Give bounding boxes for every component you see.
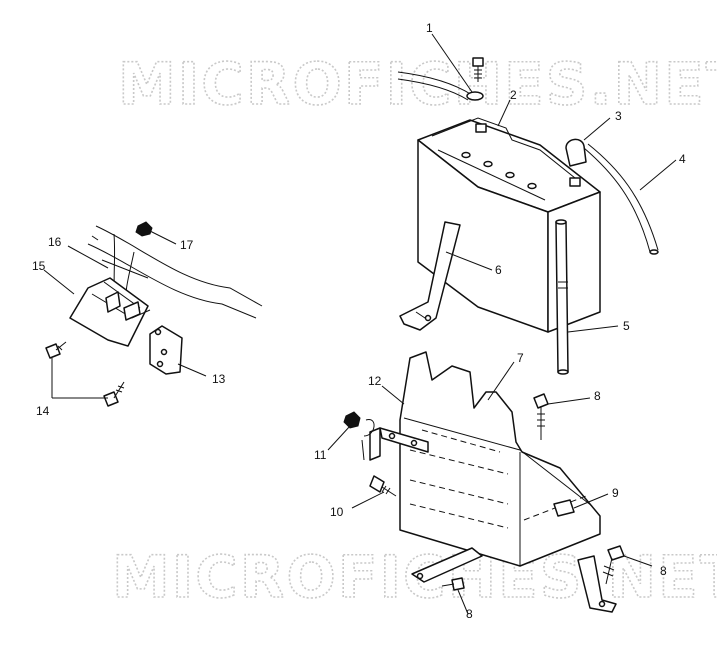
callout-10: 10 — [330, 505, 344, 519]
vent-hose — [555, 219, 569, 375]
watermark-top: MICROFICHES.NET — [118, 50, 717, 118]
battery-box — [399, 351, 617, 613]
bolt-8-upper — [533, 393, 549, 440]
voltage-regulator — [69, 277, 151, 347]
clip-12 — [361, 419, 375, 461]
nut-17 — [135, 221, 153, 237]
battery-cable-positive — [583, 143, 659, 255]
callout-4: 4 — [679, 152, 686, 166]
callout-15: 15 — [32, 259, 46, 273]
callout-16: 16 — [48, 235, 62, 249]
battery-cable-negative — [397, 71, 484, 101]
callout-3: 3 — [615, 109, 622, 123]
regulator-bracket-13 — [149, 325, 183, 375]
callout-2: 2 — [510, 88, 517, 102]
watermark-bottom: MICROFICHES.NET — [112, 543, 717, 611]
terminal-boot — [565, 138, 587, 167]
callout-14: 14 — [36, 404, 50, 418]
callout-1: 1 — [426, 21, 433, 35]
mount-bracket — [369, 427, 429, 461]
callout-6: 6 — [495, 263, 502, 277]
nut-11 — [343, 411, 361, 429]
frame-tube — [87, 225, 263, 319]
screw-14-lower — [103, 381, 125, 407]
bolt-8-bottom — [441, 577, 465, 591]
callout-8-upper: 8 — [594, 389, 601, 403]
callout-17: 17 — [180, 238, 194, 252]
callout-11: 11 — [314, 448, 327, 462]
bolt-10 — [369, 475, 397, 497]
callout-7: 7 — [517, 351, 524, 365]
terminal-bolt-top — [472, 57, 484, 82]
callout-9: 9 — [612, 486, 619, 500]
callout-8-bottom: 8 — [466, 607, 473, 621]
callout-5: 5 — [623, 319, 630, 333]
callout-13: 13 — [212, 372, 226, 386]
leader-lines — [43, 33, 677, 615]
screw-14-upper — [45, 341, 67, 359]
callout-12: 12 — [368, 374, 382, 388]
callout-8-right: 8 — [660, 564, 667, 578]
hold-down-strap — [399, 221, 461, 331]
